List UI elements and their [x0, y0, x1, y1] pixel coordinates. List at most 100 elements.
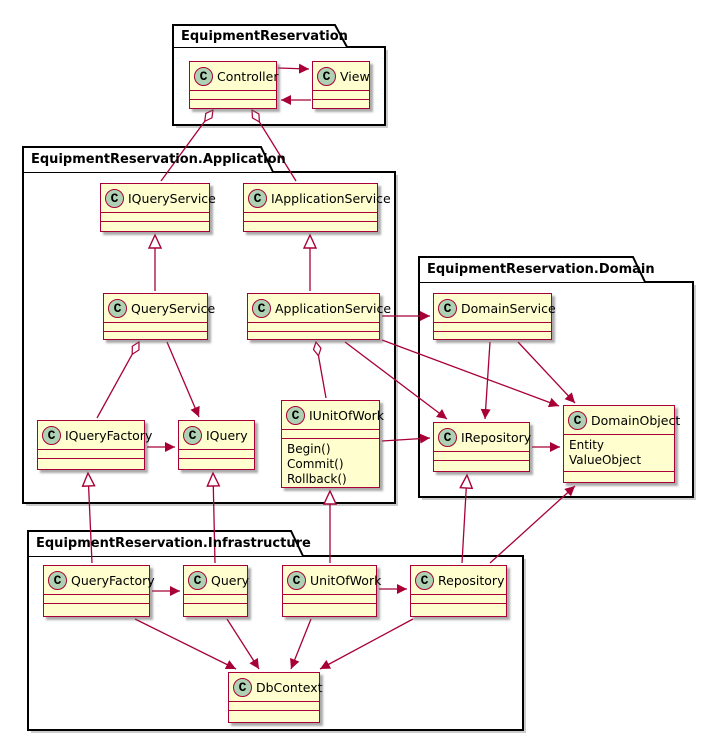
methods-compartment [248, 331, 379, 339]
method-row: Rollback() [287, 472, 347, 486]
edge-applicationservice-to-irepository [344, 341, 448, 420]
edge-query-extends-iquery [213, 473, 215, 564]
package-title-equipmentreservation: EquipmentReservation [181, 29, 348, 44]
class-icon: C [568, 410, 587, 430]
fields-compartment: Entity ValueObject [564, 434, 674, 471]
edge-iunitofwork-to-irepository [381, 433, 431, 444]
class-name: IUnitOfWork [309, 407, 385, 423]
class-icon: C [438, 298, 457, 318]
class-name: IApplicationService [271, 190, 391, 206]
methods-compartment [283, 603, 376, 616]
class-name: UnitOfWork [310, 572, 382, 588]
fields-compartment [104, 322, 207, 331]
edge-controller-aggregates-iapplicationservice [252, 110, 297, 182]
fields-compartment [248, 322, 379, 331]
class-name: IQueryFactory [65, 427, 153, 443]
edge-queryservice-aggregates-iqueryfactory [96, 342, 139, 419]
edge-domainservice-to-irepository [480, 341, 491, 420]
class-name: DomainObject [591, 412, 681, 428]
class-name: QueryService [131, 300, 216, 316]
class-name: QueryFactory [71, 572, 155, 588]
class-icon: C [105, 188, 124, 208]
class-icon: C [233, 677, 252, 697]
edge-queryfactory-to-dbcontext [134, 618, 237, 670]
edge-queryfactory-extends-iqueryfactory [88, 473, 92, 564]
edge-applicationservice-aggregates-iunitofwork [316, 342, 327, 399]
package-title-domain: EquipmentReservation.Domain [427, 262, 655, 277]
methods-compartment [184, 603, 247, 616]
fields-compartment [244, 212, 377, 221]
class-icon: C [287, 570, 306, 590]
class-icon: C [194, 66, 213, 86]
class-icon: C [42, 425, 61, 445]
class-icon: C [317, 66, 336, 86]
fields-compartment [411, 594, 506, 603]
edge-query-to-dbcontext [226, 618, 260, 670]
methods-compartment [244, 221, 377, 231]
class-name: DomainService [461, 300, 556, 316]
fields-compartment [179, 449, 254, 458]
fields-compartment [313, 90, 369, 99]
fields-compartment [434, 322, 551, 331]
fields-compartment [282, 429, 379, 438]
methods-compartment [179, 458, 254, 469]
methods-compartment [38, 458, 144, 469]
methods-compartment [190, 99, 276, 108]
methods-compartment [101, 221, 209, 231]
method-row: Begin() [287, 442, 331, 456]
edge-queryservice-to-iquery [166, 341, 200, 418]
methods-compartment [434, 331, 551, 339]
methods-compartment [434, 460, 529, 471]
class-name: Controller [217, 68, 279, 84]
class-icon: C [286, 405, 305, 425]
edge-domainservice-to-domainobject [517, 341, 576, 404]
class-icon: C [48, 570, 67, 590]
methods-compartment [313, 99, 369, 108]
methods-compartment [44, 603, 149, 616]
edge-applicationservice-to-domainobject [381, 339, 560, 408]
package-title-application: EquipmentReservation.Application [31, 152, 286, 167]
class-icon: C [108, 298, 127, 318]
class-icon: C [188, 570, 207, 590]
class-name: IQueryService [128, 190, 216, 206]
methods-compartment: Begin() Commit() Rollback() [282, 438, 379, 490]
class-name: ApplicationService [275, 300, 392, 316]
fields-compartment [44, 594, 149, 603]
class-name: IRepository [461, 429, 532, 445]
methods-compartment [564, 471, 674, 482]
methods-compartment [411, 603, 506, 616]
class-icon: C [248, 188, 267, 208]
class-icon: C [252, 298, 271, 318]
field-row: ValueObject [569, 453, 642, 467]
fields-compartment [184, 594, 247, 603]
edge-repository-extends-irepository [462, 475, 467, 564]
fields-compartment [38, 449, 144, 458]
edge-unitofwork-to-dbcontext [290, 618, 312, 670]
fields-compartment [229, 701, 319, 710]
edge-controller-aggregates-iqueryservice [160, 110, 213, 182]
fields-compartment [283, 594, 376, 603]
methods-compartment [104, 331, 207, 339]
class-name: Repository [438, 572, 505, 588]
edge-controller-to-view [277, 63, 310, 74]
package-title-infrastructure: EquipmentReservation.Infrastructure [36, 536, 311, 551]
